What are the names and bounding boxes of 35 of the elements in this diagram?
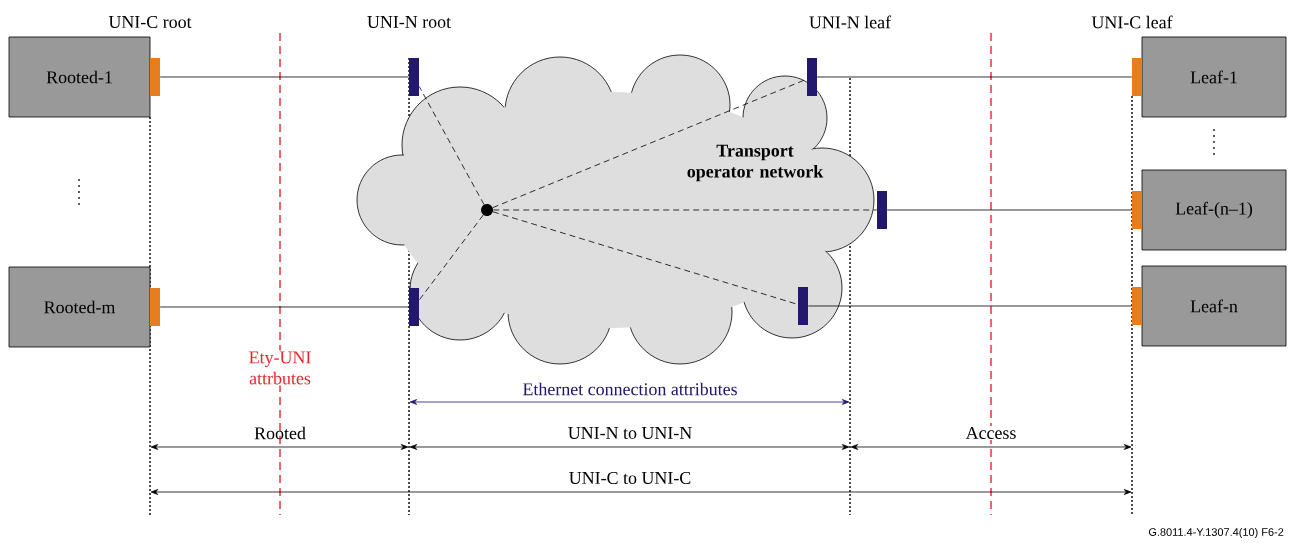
device-box: Rooted-m [8, 266, 151, 348]
top-label: UNI-N root [367, 16, 451, 28]
connector-line [159, 76, 410, 78]
connector-line [807, 305, 1133, 307]
port-marker [1132, 58, 1142, 96]
device-box: Leaf-1 [1141, 36, 1287, 118]
port-marker [807, 58, 817, 96]
port-marker [150, 58, 160, 96]
figure-id: G.8011.4-Y.1307.4(10) F6-2 [1148, 527, 1284, 539]
dimension-label: UNI-N to UNI-N [568, 427, 692, 439]
port-marker [877, 191, 887, 229]
port-marker [409, 288, 419, 326]
attribute-label: Ethernet connection attributes [522, 382, 737, 396]
connector-line [816, 76, 1133, 78]
connector-line [886, 209, 1133, 211]
top-label: UNI-C root [108, 15, 192, 28]
connector-line [159, 306, 410, 308]
dimension-label: Access [964, 426, 1018, 440]
top-label: UNI-N leaf [809, 15, 892, 29]
network-cloud: Transport operator network [356, 54, 875, 365]
dimension-label: UNI-C to UNI-C [569, 471, 691, 484]
virtual-link [492, 209, 878, 211]
port-marker [409, 58, 419, 96]
dimension-label: Rooted [254, 426, 306, 440]
port-marker [150, 288, 160, 326]
device-box: Leaf-(n–1) [1141, 169, 1287, 251]
virtual-link [418, 214, 484, 301]
device-box: Leaf-n [1141, 265, 1287, 347]
port-marker [798, 287, 808, 325]
port-marker [1132, 191, 1142, 229]
port-marker [1132, 287, 1142, 325]
virtual-link [418, 86, 485, 205]
top-label: UNI-C leaf [1091, 15, 1173, 29]
attribute-label: Ety-UNI attrbutes [239, 350, 321, 386]
device-box: Rooted-1 [8, 36, 151, 118]
